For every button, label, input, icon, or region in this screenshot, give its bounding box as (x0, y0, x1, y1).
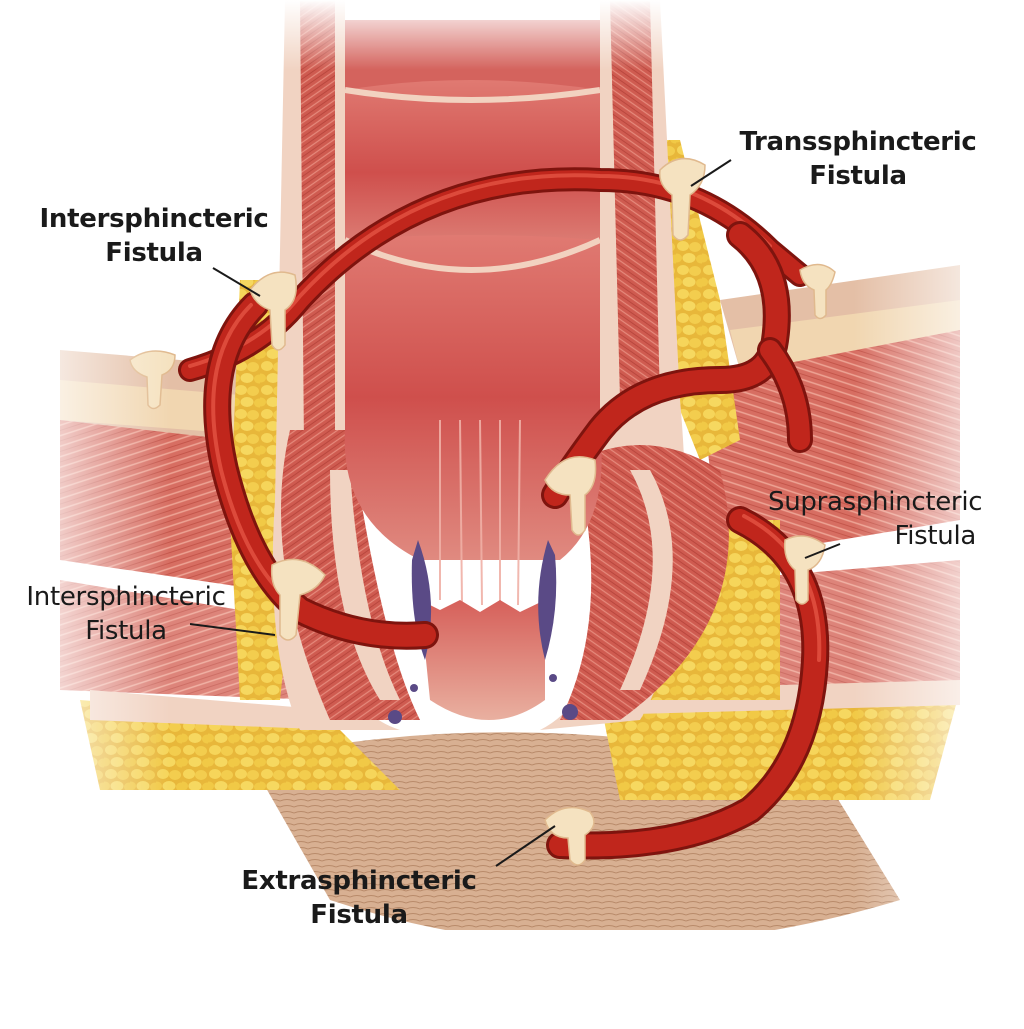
label-line-2: Fistula (894, 521, 976, 551)
fistula-tracts (178, 167, 830, 860)
label-line-1: Intersphincteric (26, 582, 226, 612)
leader-intersphincteric-lower (189, 623, 276, 636)
leader-lines (189, 159, 841, 867)
leader-transsphincteric (690, 159, 732, 187)
label-line-1: Transsphincteric (739, 127, 977, 157)
label-line-2: Fistula (85, 616, 167, 646)
label-extrasphincteric: Extrasphincteric Fistula (230, 864, 488, 932)
label-line-1: Intersphincteric (39, 204, 269, 234)
leader-suprasphincteric (804, 543, 841, 559)
leader-extrasphincteric (495, 825, 556, 867)
label-line-2: Fistula (310, 900, 408, 930)
label-suprasphincteric: Suprasphincteric Fistula (768, 485, 1018, 553)
leader-intersphincteric-upper (212, 267, 261, 297)
label-line-1: Extrasphincteric (241, 866, 477, 896)
label-line-2: Fistula (105, 238, 203, 268)
label-intersphincteric-lower: Intersphincteric Fistula (10, 580, 242, 648)
label-line-1: Suprasphincteric (768, 487, 983, 517)
label-transsphincteric: Transsphincteric Fistula (733, 125, 983, 193)
label-line-2: Fistula (809, 161, 907, 191)
label-intersphincteric-upper: Intersphincteric Fistula (36, 202, 272, 270)
